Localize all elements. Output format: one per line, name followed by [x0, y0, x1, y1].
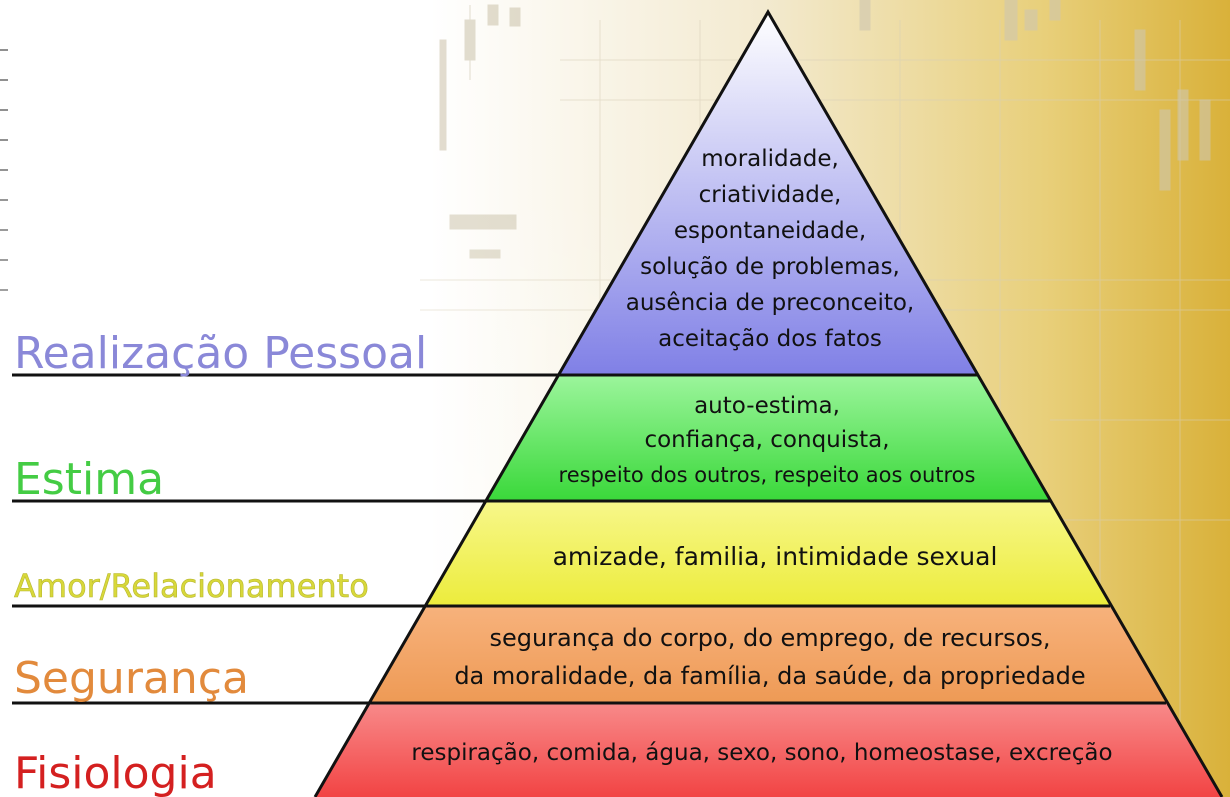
level-label-fisiologia: Fisiologia — [14, 748, 217, 797]
content-line: criatividade, — [699, 182, 842, 208]
content-line: aceitação dos fatos — [658, 326, 882, 352]
content-line: confiança, conquista, — [644, 427, 889, 453]
content-line: da moralidade, da família, da saúde, da … — [454, 662, 1085, 690]
level-label-realizacao-pessoal: Realização Pessoal — [14, 328, 427, 379]
content-line: auto-estima, — [694, 393, 840, 419]
pyramid-level-estima — [486, 375, 1050, 501]
level-label-amor-relacionamento: Amor/Relacionamento — [14, 567, 369, 605]
level-label-estima: Estima — [14, 454, 164, 505]
content-line: respeito dos outros, respeito aos outros — [559, 463, 976, 487]
pyramid-level-fisiologia — [315, 703, 1222, 797]
level-contents: moralidade, criatividade, espontaneidade… — [411, 146, 1112, 766]
pyramid — [313, 9, 1224, 797]
content-line: solução de problemas, — [640, 254, 900, 280]
pyramid-outline — [313, 9, 1224, 797]
content-line: moralidade, — [701, 146, 839, 172]
content-line: segurança do corpo, do emprego, de recur… — [489, 624, 1050, 652]
level-labels: Realização Pessoal Estima Amor/Relaciona… — [14, 328, 427, 797]
pyramid-level-seguranca — [369, 606, 1166, 703]
content-line: respiração, comida, água, sexo, sono, ho… — [411, 740, 1112, 766]
level-separators — [12, 373, 1166, 705]
content-line: ausência de preconceito, — [626, 290, 914, 316]
pyramid-level-amor-relacionamento — [424, 501, 1110, 606]
content-line: espontaneidade, — [674, 218, 866, 244]
pyramid-level-realizacao-pessoal — [557, 12, 978, 375]
content-line: amizade, familia, intimidade sexual — [553, 542, 998, 571]
level-label-seguranca: Segurança — [14, 653, 249, 704]
